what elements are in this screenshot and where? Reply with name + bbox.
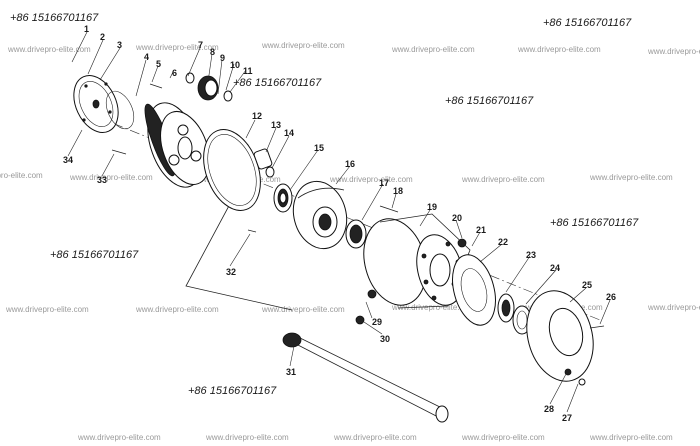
pin — [247, 229, 257, 233]
bearing — [273, 183, 293, 213]
part-label-3: 3 — [117, 40, 122, 50]
phone-number: +86 15166701167 — [50, 249, 139, 261]
watermark: www.drivepro-elite.com — [0, 171, 43, 180]
phone-number: +86 15166701167 — [188, 385, 277, 397]
watermark: www.drivepro-elite.com — [261, 305, 345, 314]
watermark: www.drivepro-elite.com — [647, 47, 700, 56]
part-label-32: 32 — [226, 267, 236, 277]
part-label-27: 27 — [562, 413, 572, 423]
ring-gear — [203, 129, 261, 211]
part-label-17: 17 — [379, 178, 389, 188]
cover-plate — [73, 75, 119, 133]
washer — [185, 72, 195, 84]
nut — [457, 238, 467, 248]
part-label-20: 20 — [452, 213, 462, 223]
part-label-21: 21 — [476, 225, 486, 235]
watermark: www.drivepro-elite.com — [647, 303, 700, 312]
part-label-29: 29 — [372, 317, 382, 327]
watermark: www.drivepro-elite.com — [205, 433, 289, 442]
flange — [526, 290, 594, 382]
washer — [578, 378, 586, 386]
phone-number: +86 15166701167 — [10, 12, 99, 24]
part-label-4: 4 — [144, 52, 149, 62]
part-label-34: 34 — [63, 155, 73, 165]
watermark: www.drivepro-elite.com — [7, 45, 91, 54]
part-label-11: 11 — [243, 66, 253, 76]
watermark: www.drivepro-elite.com — [461, 175, 545, 184]
part-label-33: 33 — [97, 175, 107, 185]
part-label-12: 12 — [252, 111, 262, 121]
phone-number: +86 15166701167 — [550, 217, 639, 229]
phone-number: +86 15166701167 — [445, 95, 534, 107]
watermark: www.drivepro-elite.com — [589, 433, 673, 442]
shaft-guide-line — [185, 173, 293, 311]
watermark: www.drivepro-elite.com — [391, 303, 475, 312]
pin — [111, 149, 127, 155]
part-label-9: 9 — [220, 53, 225, 63]
planet-gear — [197, 75, 219, 101]
inner-bearing — [345, 219, 367, 249]
watermark: www.drivepro-elite.com — [517, 45, 601, 54]
part-label-25: 25 — [582, 280, 592, 290]
watermark: www.drivepro-elite.com — [461, 433, 545, 442]
part-label-1: 1 — [84, 24, 89, 34]
part-label-28: 28 — [544, 404, 554, 414]
watermark: www.drivepro-elite.com — [391, 45, 475, 54]
part-label-15: 15 — [314, 143, 324, 153]
watermark: www.drivepro-elite.com — [135, 305, 219, 314]
watermark: www.drivepro-elite.com — [589, 173, 673, 182]
hub-housing — [363, 213, 471, 309]
washer — [223, 90, 233, 102]
watermark: www.drivepro-elite.com — [77, 433, 161, 442]
watermark: www.drivepro-elite.com — [135, 43, 219, 52]
watermark: www.drivepro-elite.com — [333, 433, 417, 442]
pin — [149, 83, 163, 89]
part-label-14: 14 — [284, 128, 294, 138]
part-label-13: 13 — [271, 120, 281, 130]
phone-number: +86 15166701167 — [543, 17, 632, 29]
nut — [367, 289, 377, 299]
part-label-19: 19 — [427, 202, 437, 212]
gasket — [452, 254, 496, 326]
nut — [564, 368, 572, 376]
o-ring — [105, 90, 135, 130]
watermark: www.drivepro-elite.com — [69, 173, 153, 182]
phone-number: +86 15166701167 — [233, 77, 322, 89]
part-label-10: 10 — [230, 60, 240, 70]
part-label-26: 26 — [606, 292, 616, 302]
part-label-8: 8 — [210, 47, 215, 57]
part-label-2: 2 — [100, 32, 105, 42]
part-label-7: 7 — [198, 40, 203, 50]
sleeve — [253, 148, 273, 170]
part-label-22: 22 — [498, 237, 508, 247]
planet-carrier — [144, 102, 210, 188]
part-label-23: 23 — [526, 250, 536, 260]
part-label-6: 6 — [172, 68, 177, 78]
watermark: www.drivepro-elite.com — [261, 41, 345, 50]
right-axis-line — [439, 254, 601, 321]
part-label-16: 16 — [345, 159, 355, 169]
part-label-31: 31 — [286, 367, 296, 377]
drive-shaft — [282, 332, 449, 423]
part-label-24: 24 — [550, 263, 560, 273]
watermark: www.drivepro-elite.com — [329, 175, 413, 184]
brake-drum — [292, 180, 348, 250]
part-label-30: 30 — [380, 334, 390, 344]
spacer — [265, 166, 275, 178]
stud — [589, 325, 605, 329]
part-label-18: 18 — [393, 186, 403, 196]
nut — [355, 315, 365, 325]
part-label-5: 5 — [156, 59, 161, 69]
bolt — [379, 205, 399, 213]
watermark: www.drivepro-elite.com — [5, 305, 89, 314]
part-number-labels: 1 2 3 4 5 6 7 8 9 10 11 12 13 14 15 16 1… — [63, 24, 616, 423]
leader-lines — [67, 31, 611, 413]
